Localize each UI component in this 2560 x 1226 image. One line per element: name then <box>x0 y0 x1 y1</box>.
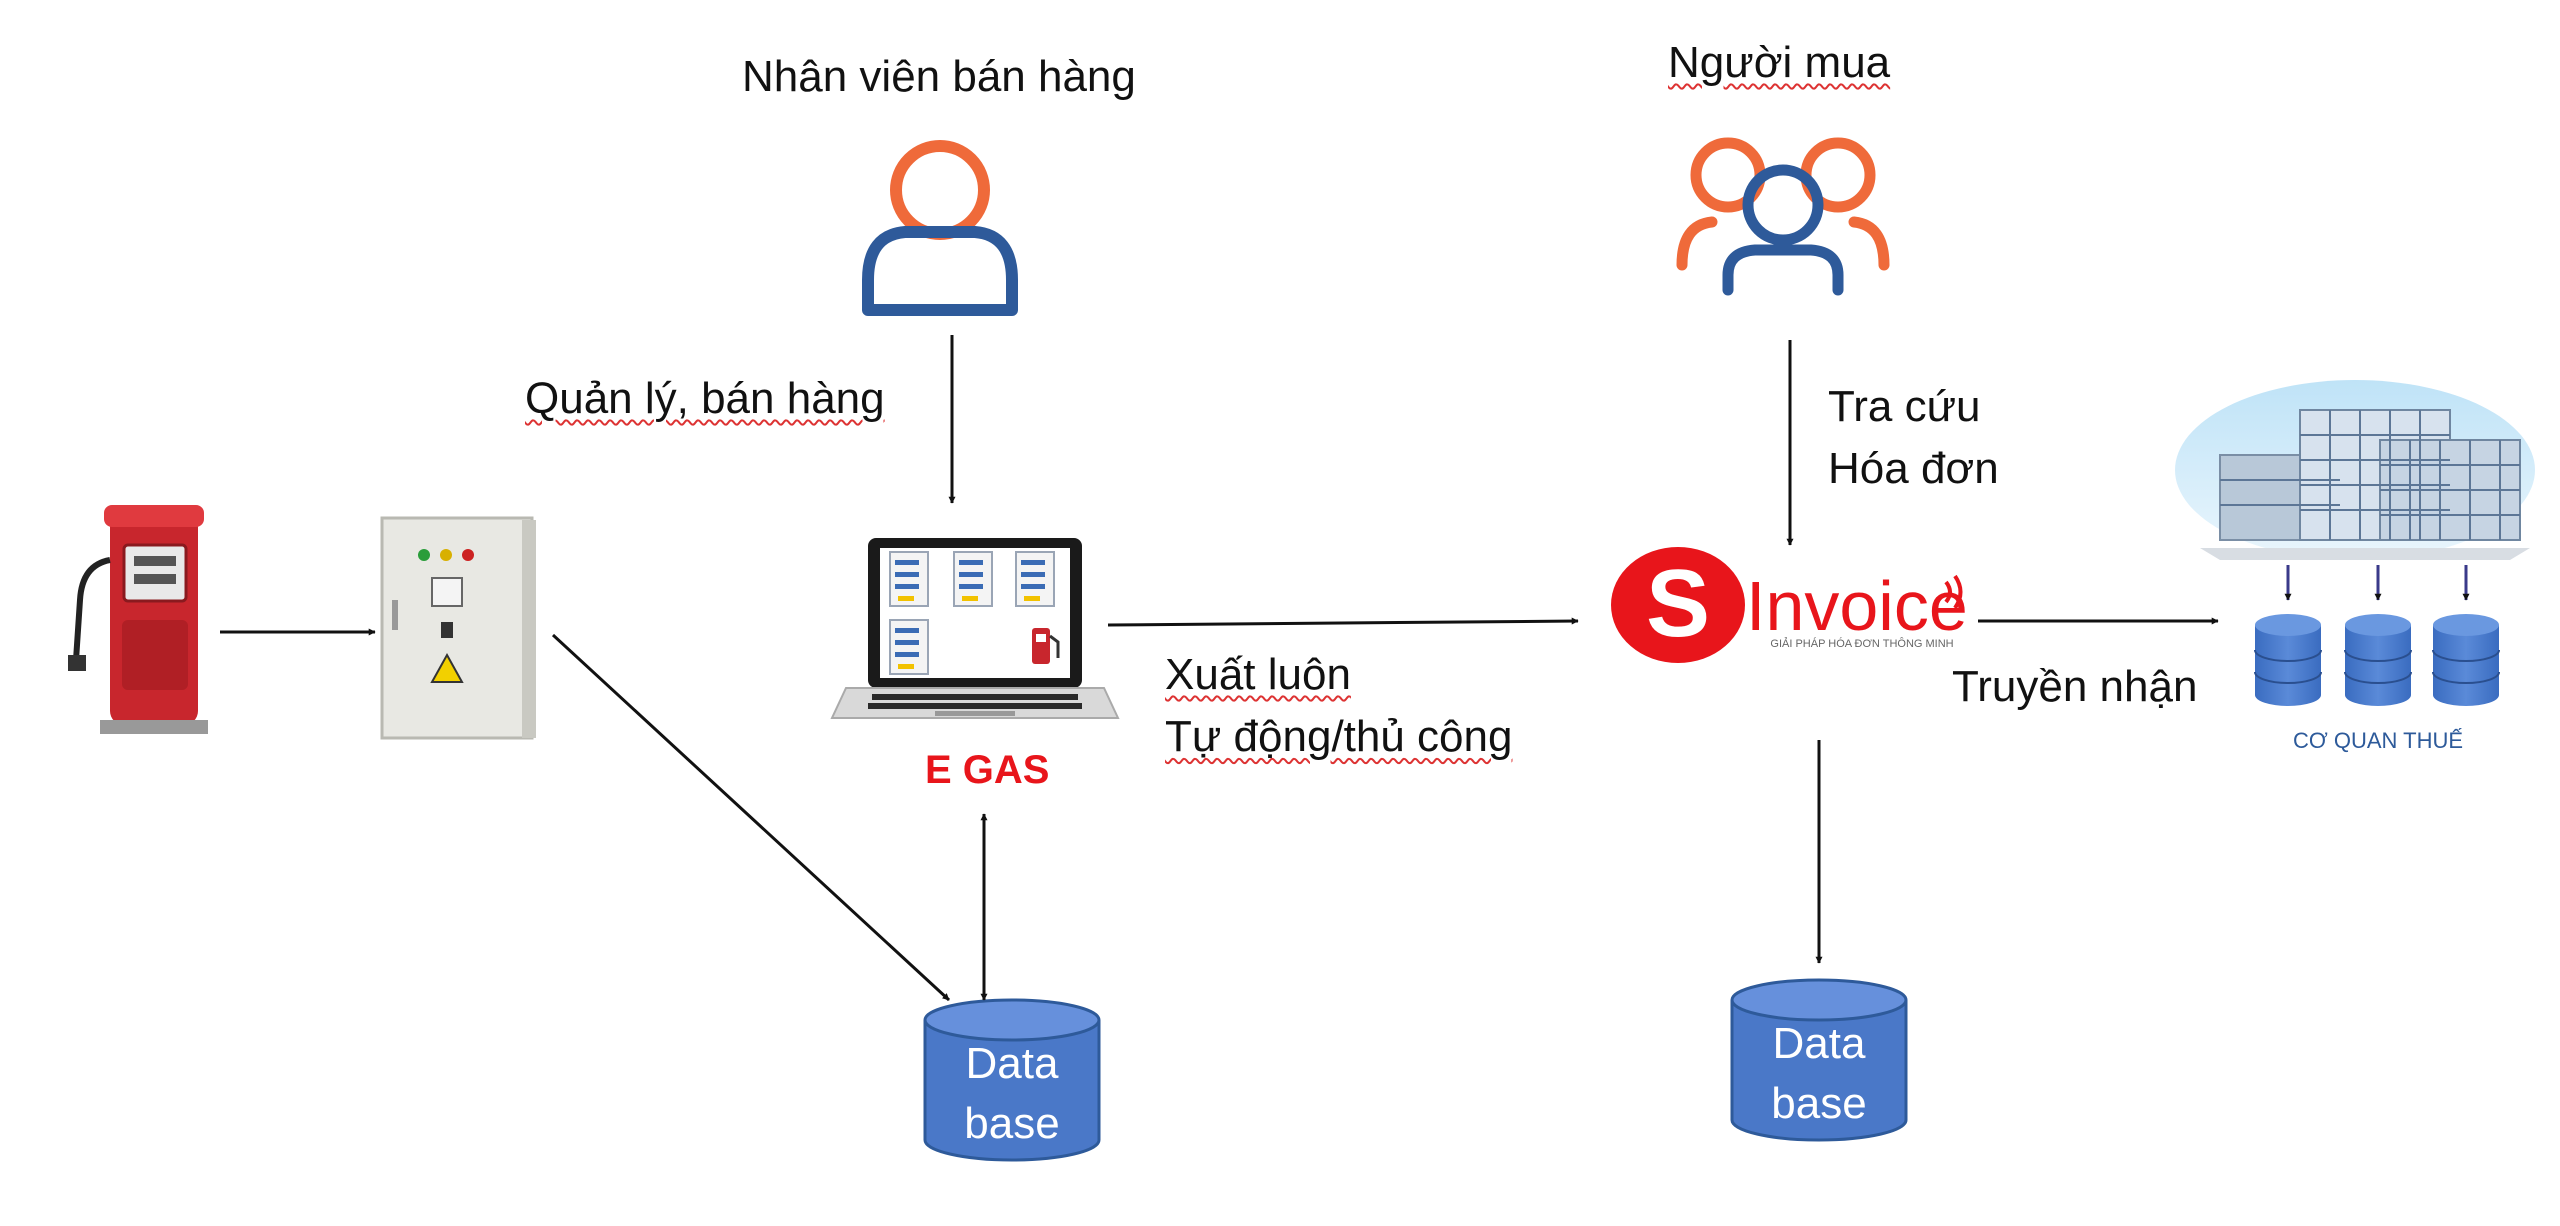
laptop-icon <box>830 538 1120 719</box>
edge-label-export-line1: Xuất luôn <box>1165 650 1351 699</box>
edge-label-manage-sell: Quản lý, bán hàng <box>525 374 885 423</box>
edge-label-transmit: Truyền nhận <box>1952 662 2198 711</box>
staff-label: Nhân viên bán hàng <box>742 52 1136 101</box>
egas-label: E GAS <box>925 748 1050 792</box>
database-right-line2: base <box>1771 1079 1866 1128</box>
group-icon <box>1676 137 1890 296</box>
tax-database-1 <box>2254 614 2322 706</box>
fuel-pump-icon <box>68 505 208 734</box>
person-icon <box>862 140 1018 316</box>
edge-label-lookup-line2: Hóa đơn <box>1828 444 1999 494</box>
tax-authority-label: CƠ QUAN THUẾ <box>2293 728 2463 753</box>
buyer-label: Người mua <box>1668 38 1891 87</box>
office-building-icon <box>2175 380 2535 560</box>
edge-label-export: Xuất luôn Tự động/thủ công <box>1165 644 1512 769</box>
sinvoice-tagline: GIẢI PHÁP HÓA ĐƠN THÔNG MINH <box>1770 637 1953 650</box>
database-left: Data base <box>923 998 1101 1162</box>
control-cabinet-icon <box>380 516 536 740</box>
sinvoice-logo: S Invoice GIẢI PHÁP HÓA ĐƠN THÔNG MINH <box>1611 547 1968 663</box>
database-right: Data base <box>1730 978 1908 1142</box>
edge-label-lookup-line1: Tra cứu <box>1828 382 1981 431</box>
database-left-line2: base <box>964 1099 1059 1148</box>
sinvoice-wordmark: Invoice <box>1746 567 1968 645</box>
arrow-egas-to-sinvoice <box>1107 617 1579 627</box>
tax-db-arrows <box>2284 565 2470 601</box>
tax-database-2 <box>2344 614 2412 706</box>
database-left-line1: Data <box>966 1039 1059 1088</box>
tax-database-3 <box>2432 614 2500 706</box>
sinvoice-s-glyph: S <box>1646 550 1710 657</box>
database-right-line1: Data <box>1773 1019 1866 1068</box>
edge-label-lookup: Tra cứu Hóa đơn <box>1828 376 1999 501</box>
arrow-cabinet-to-db <box>551 633 951 1002</box>
edge-label-export-line2: Tự động/thủ công <box>1165 712 1513 762</box>
